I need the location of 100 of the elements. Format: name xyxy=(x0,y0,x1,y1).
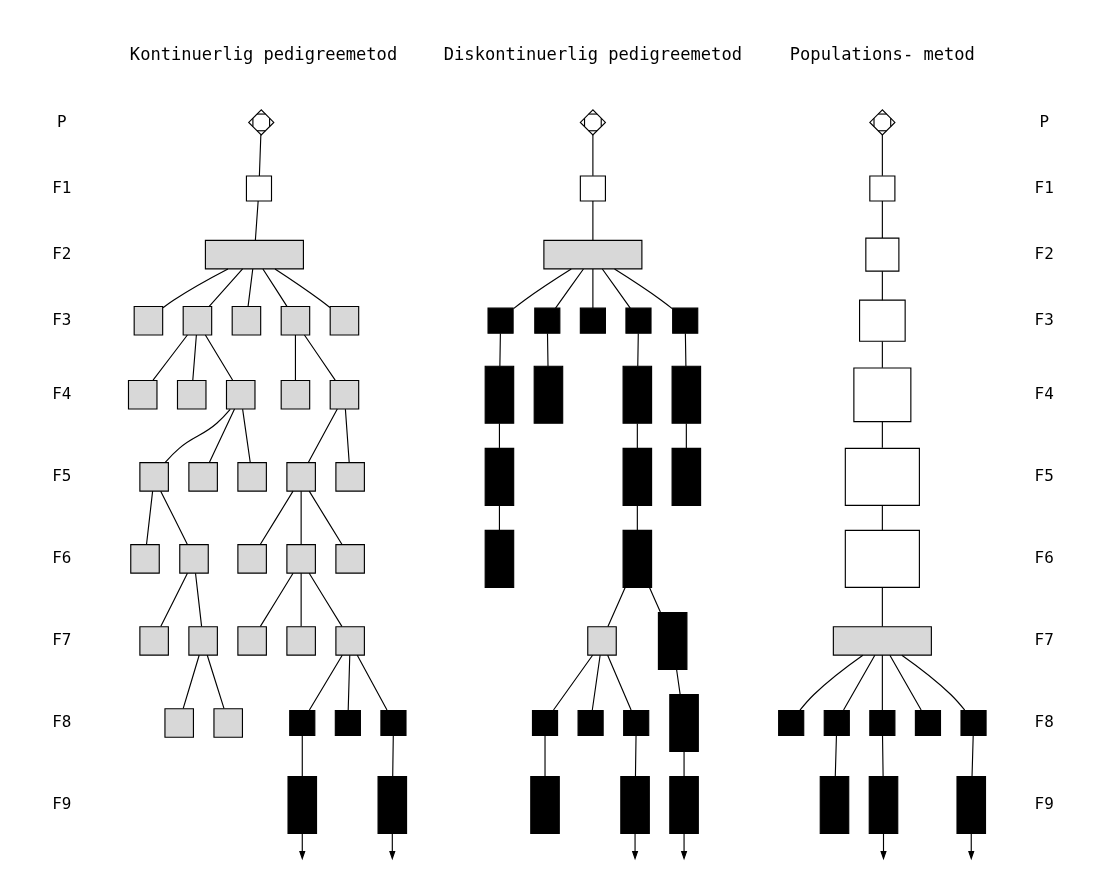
node-grid xyxy=(182,305,213,336)
node-grid xyxy=(139,626,169,656)
node-block xyxy=(671,447,702,506)
label: F2 xyxy=(1034,243,1054,263)
node-grid xyxy=(130,544,160,574)
node-block xyxy=(622,447,653,506)
connector xyxy=(294,334,296,381)
node-grid xyxy=(127,379,158,410)
node-block xyxy=(657,611,688,670)
node-block xyxy=(823,709,850,737)
connector xyxy=(160,572,188,627)
node-block xyxy=(377,776,408,835)
connector xyxy=(182,654,200,709)
connector xyxy=(392,735,394,777)
connector xyxy=(254,200,259,241)
connector xyxy=(799,654,864,711)
node-block xyxy=(334,709,361,737)
connector xyxy=(308,654,343,711)
connector xyxy=(259,490,294,545)
node-block xyxy=(671,365,702,424)
connector xyxy=(881,421,883,449)
node-box xyxy=(853,367,912,423)
connector xyxy=(499,332,501,367)
label: F4 xyxy=(52,384,72,403)
node-block xyxy=(484,529,515,588)
node-box xyxy=(844,529,920,588)
node-box xyxy=(579,175,606,202)
connector xyxy=(242,408,251,463)
connector xyxy=(194,572,203,627)
node-grid xyxy=(213,708,243,738)
node-grid xyxy=(543,239,643,270)
connector xyxy=(889,654,922,711)
connector xyxy=(637,332,639,367)
node-box xyxy=(245,175,273,202)
label: F8 xyxy=(52,712,72,732)
connector xyxy=(834,735,837,777)
node-block xyxy=(534,307,561,334)
node-block xyxy=(960,709,987,737)
connector xyxy=(592,200,594,241)
label: F6 xyxy=(52,548,72,568)
node-block xyxy=(869,709,896,737)
node-grid xyxy=(237,462,267,492)
connector xyxy=(636,422,638,449)
node-box xyxy=(869,175,896,202)
connector xyxy=(152,334,188,381)
connector xyxy=(607,586,626,627)
node-grid xyxy=(335,462,365,492)
node-block xyxy=(579,307,606,334)
connector xyxy=(685,422,687,449)
connector xyxy=(636,504,638,531)
connector xyxy=(274,268,331,309)
node-block xyxy=(287,776,318,835)
node-grid xyxy=(237,544,267,574)
connector xyxy=(300,572,302,627)
label: F5 xyxy=(52,466,72,486)
node-block xyxy=(531,709,559,737)
label: P xyxy=(57,111,67,131)
connector xyxy=(552,654,594,711)
connector xyxy=(498,504,500,531)
node-block xyxy=(778,709,805,737)
node-grid xyxy=(133,305,164,336)
node-cross xyxy=(247,109,275,136)
connector xyxy=(308,490,343,545)
node-grid xyxy=(832,626,932,656)
node-block xyxy=(484,447,515,506)
connector xyxy=(613,268,673,310)
node-grid xyxy=(179,544,209,574)
connector xyxy=(676,668,681,695)
connector xyxy=(347,654,351,711)
node-block xyxy=(577,709,604,737)
connector xyxy=(208,408,236,463)
node-box xyxy=(865,237,900,272)
connector xyxy=(307,408,338,463)
node-grid xyxy=(188,462,218,492)
connector xyxy=(145,490,154,545)
label: F6 xyxy=(1034,548,1054,568)
connector xyxy=(843,654,876,711)
node-grid xyxy=(231,305,262,336)
connector xyxy=(208,268,244,307)
connector xyxy=(971,735,974,777)
label: F2 xyxy=(52,243,72,263)
connector xyxy=(607,654,632,711)
connector xyxy=(592,134,594,177)
node-block xyxy=(289,709,316,737)
node-block xyxy=(669,776,699,835)
node-grid xyxy=(329,379,360,410)
connector xyxy=(259,572,294,627)
connector xyxy=(684,332,687,367)
connector xyxy=(356,654,388,711)
node-block xyxy=(484,365,515,424)
label: P xyxy=(1039,111,1049,131)
node-block xyxy=(622,365,653,424)
connector xyxy=(192,334,197,381)
node-grid xyxy=(237,626,267,656)
connector xyxy=(881,504,883,531)
connector xyxy=(592,268,594,309)
connector xyxy=(601,268,631,309)
connector xyxy=(881,200,883,239)
connector xyxy=(881,735,884,777)
node-block xyxy=(620,776,650,835)
